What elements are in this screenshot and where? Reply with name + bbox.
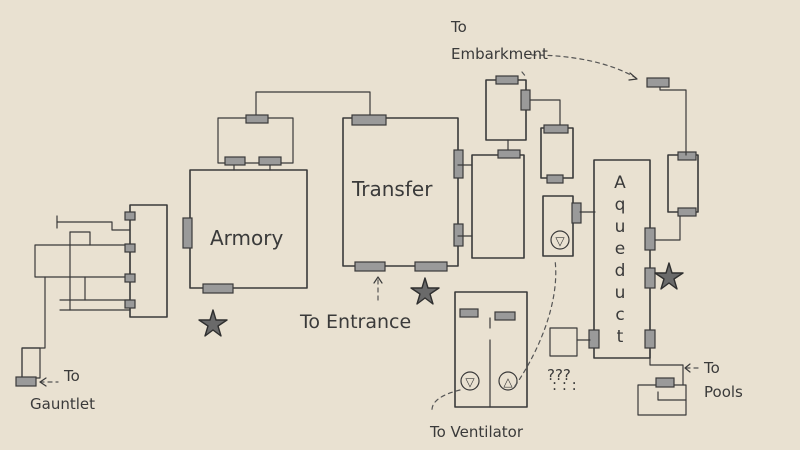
embarkment-link xyxy=(529,99,561,129)
door xyxy=(453,149,464,179)
unknown-small-room xyxy=(549,327,578,357)
to-ventilator-label: To Ventilator xyxy=(429,423,524,441)
ventilator-link-dashed xyxy=(514,259,557,387)
transfer-walls xyxy=(342,117,459,267)
door xyxy=(224,156,246,166)
door xyxy=(677,151,697,161)
door xyxy=(677,207,697,217)
down-arrow-room xyxy=(542,195,574,257)
door xyxy=(543,124,569,134)
door xyxy=(124,273,136,283)
transfer-label: Transfer xyxy=(351,177,433,201)
door xyxy=(124,211,136,221)
door xyxy=(495,75,519,85)
down-arrow-symbol: ▽ xyxy=(465,375,475,389)
door xyxy=(258,156,282,166)
to-pools-label-line2: Pools xyxy=(704,383,743,401)
aqueduct-letter: A xyxy=(614,173,626,193)
pools-link xyxy=(649,349,684,386)
door xyxy=(354,261,386,272)
door xyxy=(124,299,136,309)
left-entry-cluster xyxy=(15,204,168,387)
door xyxy=(646,77,670,88)
up-arrow-icon xyxy=(498,371,518,391)
door xyxy=(182,217,193,249)
door xyxy=(571,202,582,224)
aqueduct-room: A q u e d u c t xyxy=(549,159,681,359)
door xyxy=(644,267,656,289)
to-embarkment-label-line1: To xyxy=(450,18,467,36)
upper-branch-line xyxy=(56,221,131,231)
armory-label: Armory xyxy=(210,226,283,250)
aqueduct-letter: d xyxy=(615,261,626,281)
to-entrance-label: To Entrance xyxy=(299,311,411,333)
door xyxy=(588,329,600,349)
door xyxy=(546,174,564,184)
door xyxy=(520,89,531,111)
armory-transfer-link xyxy=(255,91,371,119)
aqueduct-walls xyxy=(593,159,651,359)
door xyxy=(414,261,448,272)
to-pools-label-line1: To xyxy=(703,359,720,377)
down-arrow-icon xyxy=(460,371,480,391)
star-icon xyxy=(198,309,228,337)
aqueduct-northeast-link xyxy=(654,211,681,241)
transfer-room xyxy=(342,114,464,301)
door xyxy=(202,283,234,294)
door xyxy=(459,308,479,318)
up-arrow-symbol: △ xyxy=(503,375,513,389)
armory-room xyxy=(182,91,371,294)
to-gauntlet-label-line1: To xyxy=(63,367,80,385)
door xyxy=(644,227,656,251)
pools-connector xyxy=(637,349,701,416)
star-icon xyxy=(410,277,440,305)
embarkment-dashed-arrow xyxy=(531,54,637,79)
unknown-dots: : : : xyxy=(552,376,577,394)
door xyxy=(351,114,387,126)
door xyxy=(497,149,521,159)
aqueduct-letter: e xyxy=(615,239,625,259)
ventilator-dashed-arrow xyxy=(431,389,461,411)
aqueduct-letter: u xyxy=(615,217,626,237)
door xyxy=(644,329,656,349)
to-embarkment-label-line2: Embarkment xyxy=(451,45,548,63)
star-icon xyxy=(654,262,684,290)
door xyxy=(494,311,516,321)
unknown-room-label: ??? xyxy=(547,366,571,384)
to-gauntlet-label-line2: Gauntlet xyxy=(30,395,95,413)
down-arrow-symbol: ▽ xyxy=(555,234,565,248)
ventilator-walls xyxy=(454,291,528,408)
door xyxy=(124,243,136,253)
east-rooms: ▽ xyxy=(457,75,596,259)
down-arrow-icon xyxy=(550,230,570,250)
northeast-rooms xyxy=(521,54,699,217)
aqueduct-letter: u xyxy=(615,283,626,303)
aqueduct-letter: c xyxy=(615,305,624,325)
ventilator-room: ▽ △ xyxy=(431,259,557,411)
door xyxy=(245,114,269,124)
door xyxy=(15,376,37,387)
door xyxy=(453,223,464,247)
left-small-chamber xyxy=(34,244,131,278)
aqueduct-letter: t xyxy=(617,327,624,347)
aqueduct-letter: q xyxy=(615,195,626,215)
door xyxy=(655,377,675,388)
